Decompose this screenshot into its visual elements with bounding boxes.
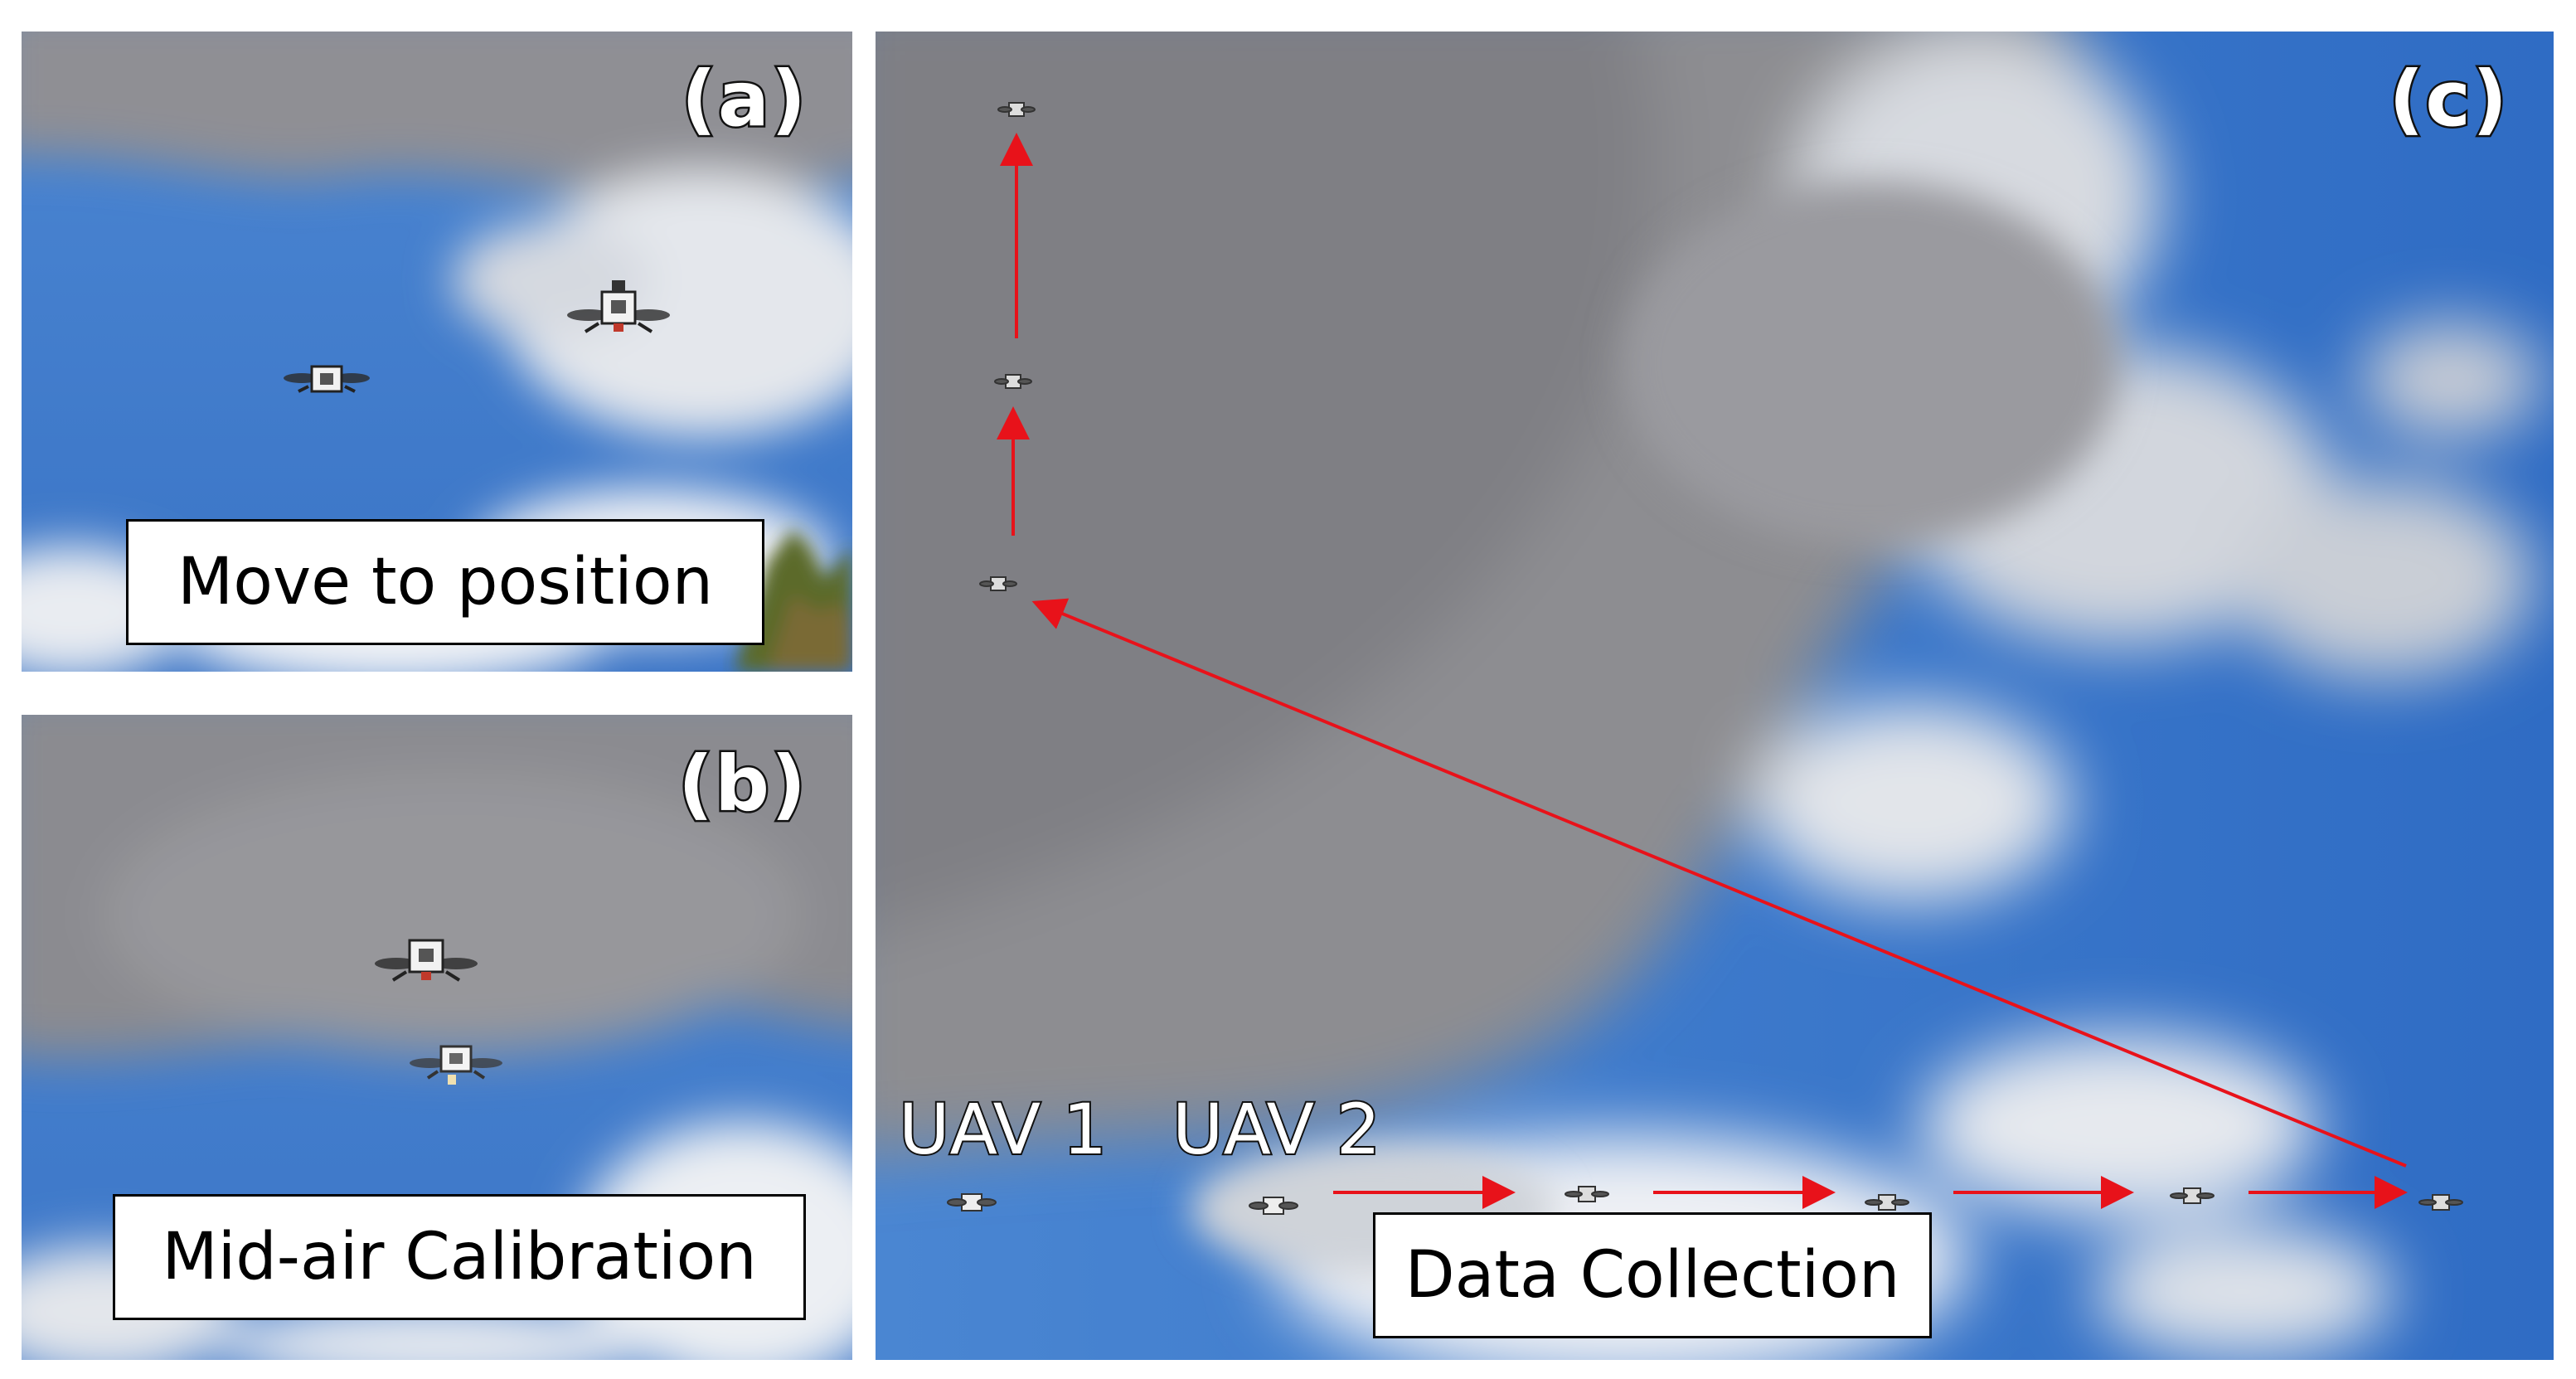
uav-1-label: UAV 1	[897, 1089, 1109, 1170]
panel-label: (c)	[2387, 55, 2510, 143]
caption-mid-air-calibration: Mid-air Calibration	[113, 1194, 806, 1320]
panel-a: (a) Move to position	[22, 32, 852, 672]
caption-data-collection: Data Collection	[1373, 1212, 1932, 1338]
uav-2-label: UAV 2	[1171, 1089, 1382, 1170]
panel-c: (c) UAV 1 UAV 2 Data Collection	[876, 32, 2554, 1360]
quadcopter-icon	[567, 280, 670, 333]
panel-label: (b)	[677, 740, 808, 828]
trajectory-arrows	[997, 133, 2408, 1209]
quadcopter-icon	[947, 102, 2463, 1215]
panel-b: (b) Mid-air Calibration	[22, 715, 852, 1360]
caption-move-to-position: Move to position	[126, 519, 764, 645]
red-arrow	[1031, 598, 2407, 1168]
quadcopter-icon	[284, 365, 370, 393]
quadcopter-icon	[410, 1045, 502, 1085]
panel-label: (a)	[679, 55, 808, 143]
quadcopter-icon	[375, 939, 478, 982]
